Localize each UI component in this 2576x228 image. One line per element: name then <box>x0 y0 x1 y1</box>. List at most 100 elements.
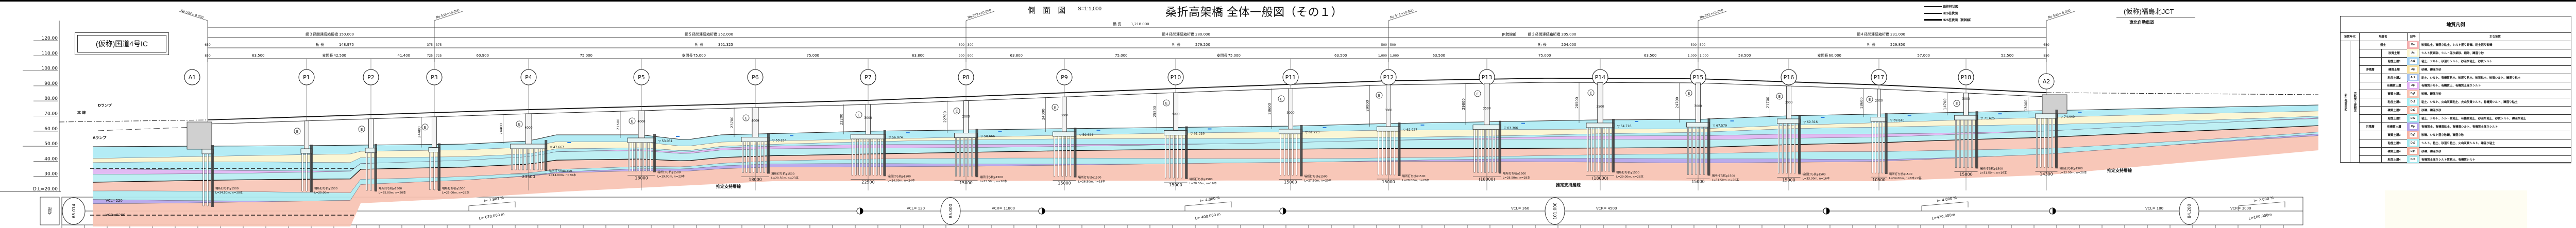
curve-point-half-fill <box>1283 208 1286 214</box>
pile-type: 場所打ち杭φ1500 <box>442 186 466 190</box>
pier-column <box>1386 84 1391 127</box>
pier-label-circle <box>1056 69 1073 85</box>
vip-elevation: 84.200 <box>2187 204 2192 218</box>
legend-symbol: Dc3 <box>2408 139 2418 147</box>
pier-label: P5 <box>638 74 645 81</box>
pier-height: 29800 <box>1462 98 1466 110</box>
girder-type: 鋼４径間連続箱桁橋 <box>1162 32 1194 37</box>
boring-log-column <box>211 145 214 207</box>
legend-epoch: 完新世～更新世 <box>2353 92 2357 112</box>
column-width: 4000 <box>637 120 645 124</box>
layer-boundary <box>92 116 2319 163</box>
elevation-label: 30.00 <box>44 172 58 177</box>
pile-type: 場所打ち杭φ1500 <box>1402 174 1426 178</box>
pier-height: 13000 <box>2024 99 2028 111</box>
column-width: 4000 <box>524 126 532 130</box>
scale-label: S=1:1,000 <box>1078 6 1101 12</box>
legend-symbol: Dp <box>2408 122 2418 130</box>
pile <box>1487 129 1489 173</box>
pier-height: 28600 <box>1268 103 1272 114</box>
legend-title: 地質凡例 <box>2341 16 2571 33</box>
footing-width: 15000 <box>1382 180 1395 184</box>
line-swatch-icon <box>1924 19 1942 21</box>
pile <box>515 148 517 170</box>
pier-label-circle <box>633 69 650 85</box>
fixed-bearing-e-circle <box>1474 90 1481 97</box>
bearing-layer-label: 推定支持層線 <box>2107 168 2132 173</box>
girder-length-total: 231.000 <box>1890 32 1905 37</box>
pier-height: 14700 <box>1943 98 1947 110</box>
column-width: 3500 <box>1483 107 1490 111</box>
footing <box>1954 115 1978 120</box>
span-label: 支間長 <box>323 53 333 58</box>
pier-label: A1 <box>189 74 196 81</box>
boring-log-column <box>767 133 770 174</box>
pile-spec: L=32.50m, n=20本 <box>2059 170 2087 174</box>
boring-legend-item: H26柱状図（新幹線） <box>1924 17 1973 22</box>
bearing-mark-e: E <box>518 122 520 127</box>
legend-symbol-cell: Dc3 <box>2407 138 2419 147</box>
pile <box>1394 131 1396 176</box>
pile <box>1070 136 1072 177</box>
legend-row-name: 粘性土層4 <box>2387 158 2401 162</box>
a-ramp-label: Aランプ <box>93 135 107 140</box>
grade-length: L=180.000m <box>2248 213 2272 221</box>
vip-elevation: 65.014 <box>72 204 76 218</box>
layer-boundary <box>92 118 2319 174</box>
legend-row-name: 礫質土層1 <box>2387 93 2401 96</box>
pier-label-circle <box>2038 73 2055 90</box>
pier-column <box>1173 92 1178 131</box>
boring-log-column <box>1074 128 1077 178</box>
bearing-mark-e: E <box>1165 101 1167 106</box>
soil-layer <box>93 132 2318 201</box>
bearing-mark-e: E <box>1688 92 1690 96</box>
girder-length-total: 280.000 <box>1195 32 1210 37</box>
station-label: No.571+10.000 <box>1389 9 1414 20</box>
legend-header-symbol: 記号 <box>2410 36 2416 39</box>
pile <box>2040 118 2042 168</box>
fixed-bearing-e-circle <box>1685 90 1692 97</box>
span-value: 75.000 <box>1228 54 1241 58</box>
water-level: ▽ 53.031 <box>658 139 673 143</box>
pier-height: 24400 <box>499 123 503 134</box>
pier-height: 18600 <box>1859 97 1863 109</box>
pile <box>971 137 973 177</box>
strip-label-box <box>40 197 60 225</box>
boring-log-column <box>1798 115 1801 174</box>
table-rule <box>2359 57 2571 58</box>
girder-length-label: 桁 長 <box>1867 42 1875 47</box>
span-value: 60.900 <box>477 54 489 58</box>
elevation-label: 120.00 <box>42 36 58 41</box>
span-value: 75.000 <box>580 54 593 58</box>
pile <box>742 142 744 173</box>
water-mark-icon <box>1730 120 1734 121</box>
pile <box>1691 127 1693 175</box>
pile <box>1786 123 1788 173</box>
pier-label: P6 <box>752 74 759 81</box>
legend-group-name: 沖積層 <box>2366 68 2375 72</box>
water-level: ▽ 53.154 <box>772 138 787 142</box>
pile <box>1381 131 1383 176</box>
legend-symbol: As <box>2408 49 2418 57</box>
elevation-label: 100.00 <box>42 66 58 72</box>
column-width: 3000 <box>1384 109 1392 112</box>
footing-width: 15000 <box>1959 172 1972 177</box>
legend-header-name: 地質名 <box>2379 36 2387 39</box>
abutment-body <box>187 121 212 150</box>
pile <box>1604 127 1606 172</box>
water-level: ▽ 62.927 <box>1403 128 1418 132</box>
pile <box>635 142 637 171</box>
pile <box>1687 127 1689 175</box>
girder-type: 鋼４径間連続箱桁橋 <box>1857 32 1889 37</box>
grade-marker <box>2238 201 2285 211</box>
footing <box>850 134 886 139</box>
span-value: 41.400 <box>398 54 411 58</box>
pile <box>1703 127 1705 175</box>
pier-label-circle <box>1871 69 1887 85</box>
boring-log-column <box>2055 110 2058 169</box>
